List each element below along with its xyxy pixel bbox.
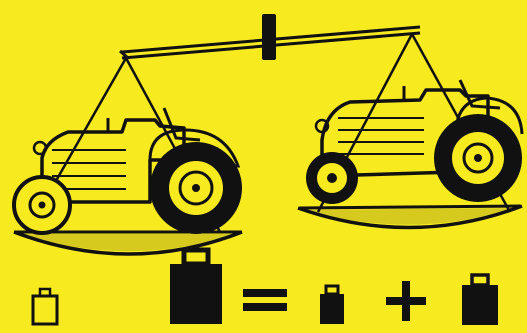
large-weight-solid-icon xyxy=(170,250,222,324)
medium-weight-solid-icon xyxy=(462,275,498,325)
plus-sign xyxy=(386,281,426,321)
small-weight-solid-icon xyxy=(320,286,344,324)
beam-pivot-icon xyxy=(262,14,276,60)
equals-sign xyxy=(243,289,287,311)
tractor-rear-heavy-icon xyxy=(14,108,242,254)
small-weight-outline-icon xyxy=(33,289,57,324)
tractor-front-heavy-icon xyxy=(298,80,522,228)
balance-beam-icon xyxy=(120,14,420,60)
equation-row xyxy=(33,250,498,325)
